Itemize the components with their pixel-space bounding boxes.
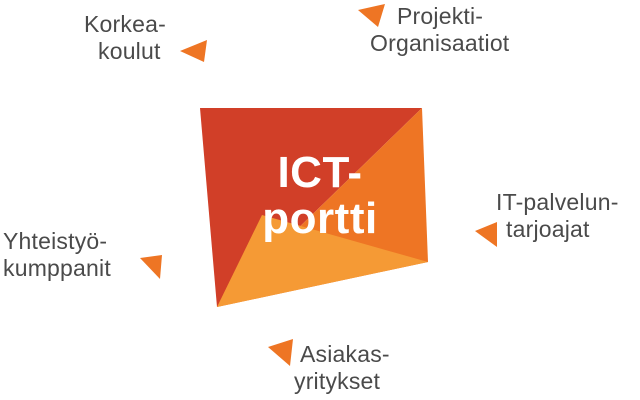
node-label-line1: IT-palvelun- [496,189,619,215]
asiakas-arrow-icon [268,339,293,366]
node-korkeakoulut: Korkea- koulut [84,11,194,65]
node-label-line2: kumppanit [3,255,111,281]
node-label-line1: Korkea- [84,11,166,37]
shape-segment-light [217,215,428,307]
center-title-line1: ICT- [277,148,363,197]
node-projekti-organisaatiot: Projekti- Organisaatiot [370,3,550,57]
node-label-line1: Asiakas- [300,341,390,367]
node-label-line2: koulut [98,38,161,64]
node-label-line2: tarjoajat [506,216,590,242]
projekti-arrow-icon [358,4,385,27]
node-it-palveluntarjoajat: IT-palvelun- tarjoajat [496,189,636,243]
node-label-line1: Yhteistyö- [3,228,108,254]
node-label-line2: yritykset [294,368,381,394]
ict-portti-shape [200,108,428,307]
center-title: ICT- portti [245,150,395,242]
node-yhteistyokumppanit: Yhteistyö- kumppanit [3,228,143,282]
node-label-line2: Organisaatiot [370,30,510,56]
yhteistyo-arrow-icon [140,255,162,279]
korkeakoulut-arrow-icon [180,40,207,62]
node-asiakasyritykset: Asiakas- yritykset [294,341,424,395]
it-palvelun-arrow-icon [475,222,497,247]
center-title-line2: portti [262,194,378,243]
node-label-line1: Projekti- [397,3,484,29]
